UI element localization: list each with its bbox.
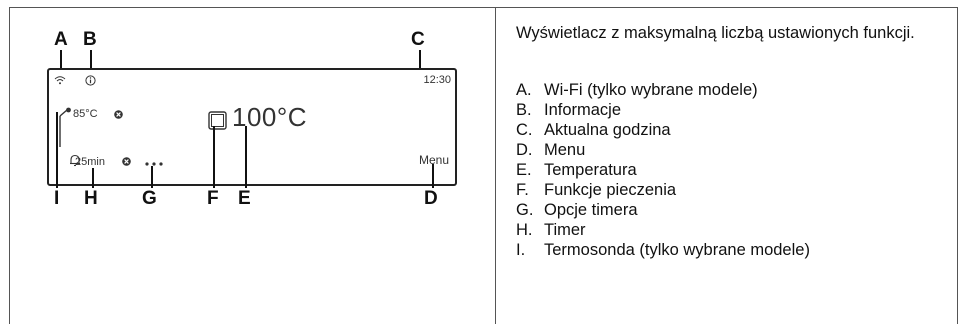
leader-line-a xyxy=(60,50,62,70)
display-diagram: A B C 12:30 xyxy=(10,8,495,324)
legend-letter: B. xyxy=(516,101,532,119)
legend-text: Menu xyxy=(544,141,586,159)
legend-item: I. Termosonda (tylko wybrane modele) xyxy=(516,240,810,260)
legend-item: H. Timer xyxy=(516,220,810,240)
callout-a: A xyxy=(54,29,68,50)
legend-text: Temperatura xyxy=(544,161,637,179)
bell-icon xyxy=(70,154,80,167)
oven-temperature[interactable]: 100°C xyxy=(232,102,308,132)
leader-line-c xyxy=(419,50,421,68)
legend-item: B. Informacje xyxy=(516,100,810,120)
current-time: 12:30 xyxy=(423,74,451,86)
legend-text: Funkcje pieczenia xyxy=(544,181,677,199)
legend-item: D. Menu xyxy=(516,140,810,160)
leader-line-i xyxy=(56,112,58,188)
leader-line-f xyxy=(213,126,215,188)
legend-item: F. Funkcje pieczenia xyxy=(516,180,810,200)
callout-g: G xyxy=(142,188,157,209)
legend-text: Aktualna godzina xyxy=(544,121,671,139)
clear-timer-icon[interactable] xyxy=(122,157,131,166)
leader-line-b xyxy=(90,50,92,70)
legend-text: Wi-Fi (tylko wybrane modele) xyxy=(544,81,758,99)
legend-item: C. Aktualna godzina xyxy=(516,120,810,140)
more-options-icon[interactable] xyxy=(145,162,163,166)
legend-cell: Wyświetlacz z maksymalną liczbą ustawion… xyxy=(496,8,957,324)
callout-e: E xyxy=(238,188,251,209)
callout-h: H xyxy=(84,188,98,209)
callout-i: I xyxy=(54,188,60,209)
info-icon xyxy=(85,75,96,86)
leader-line-h xyxy=(92,168,94,188)
leader-line-e xyxy=(245,126,247,188)
callout-f: F xyxy=(207,188,219,209)
legend-letter: H. xyxy=(516,221,533,239)
legend-letter: A. xyxy=(516,81,532,99)
legend-letter: C. xyxy=(516,121,533,139)
legend-item: A. Wi-Fi (tylko wybrane modele) xyxy=(516,80,810,100)
legend-text: Informacje xyxy=(544,101,622,119)
legend-letter: E. xyxy=(516,161,532,179)
legend-text: Timer xyxy=(544,221,586,239)
legend-item: E. Temperatura xyxy=(516,160,810,180)
figure-table: A B C 12:30 xyxy=(9,7,958,324)
oven-display-screen: 12:30 85°C 100°C xyxy=(47,68,457,186)
legend-text: Opcje timera xyxy=(544,201,638,219)
callout-c: C xyxy=(411,29,425,50)
legend-letter: I. xyxy=(516,241,526,259)
leader-line-g xyxy=(151,166,153,188)
menu-label[interactable]: Menu xyxy=(418,153,449,167)
leader-line-d xyxy=(432,164,434,188)
clear-probe-icon[interactable] xyxy=(114,110,123,119)
legend-letter: F. xyxy=(516,181,529,199)
legend-letter: D. xyxy=(516,141,533,159)
probe-temperature: 85°C xyxy=(73,108,98,120)
heating-function-icon[interactable] xyxy=(208,111,227,130)
wifi-icon xyxy=(54,76,66,85)
legend-text: Termosonda (tylko wybrane modele) xyxy=(544,241,810,259)
column-divider xyxy=(495,8,496,324)
timer-value[interactable]: 25min xyxy=(75,156,105,168)
legend-item: G. Opcje timera xyxy=(516,200,810,220)
legend-letter: G. xyxy=(516,201,534,219)
meat-probe-icon xyxy=(59,107,71,147)
legend-list: A. Wi-Fi (tylko wybrane modele) B. Informa… xyxy=(516,80,810,260)
figure-description: Wyświetlacz z maksymalną liczbą ustawion… xyxy=(516,24,915,42)
callout-b: B xyxy=(83,29,97,50)
callout-d: D xyxy=(424,188,438,209)
